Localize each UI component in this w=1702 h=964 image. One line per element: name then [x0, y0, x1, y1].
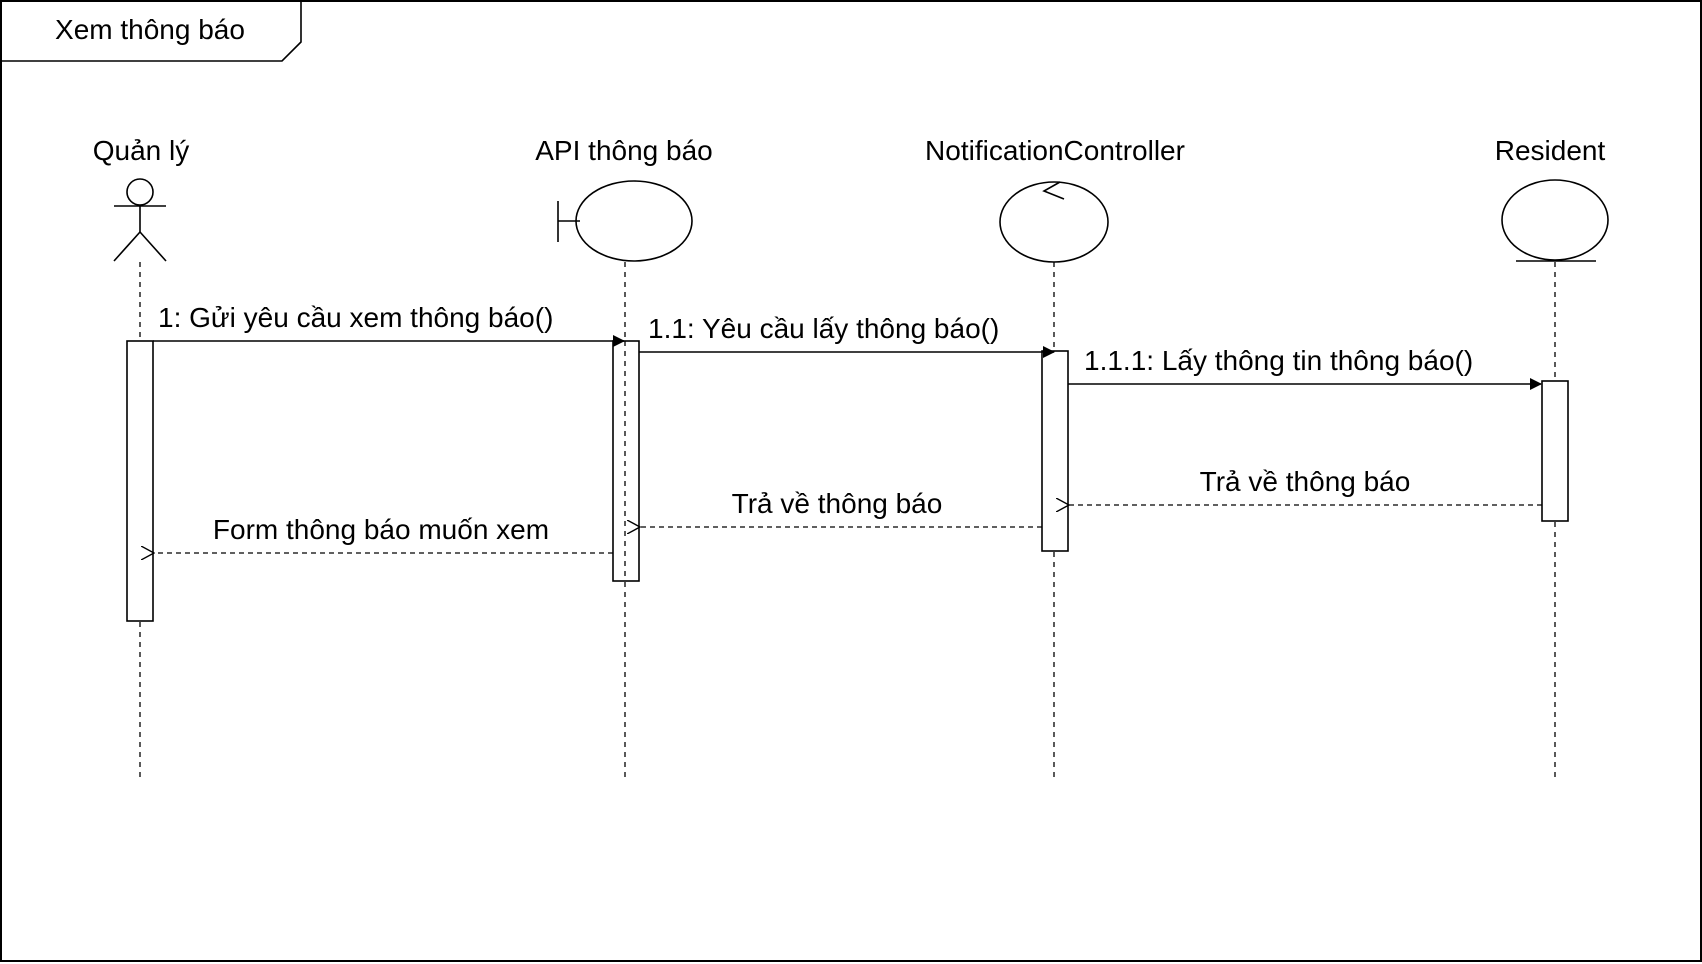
activation-bar-api-thong-bao: [612, 340, 640, 582]
message-label-1-1: 1.1: Yêu cầu lấy thông báo(): [648, 313, 999, 344]
frame-title-tab: [1, 1, 302, 62]
entity-icon: [1501, 179, 1609, 262]
activation-bar-notification-controller: [1041, 350, 1069, 552]
frame-title: Xem thông báo: [55, 14, 245, 45]
activation-bar-quan-ly: [126, 340, 154, 622]
activation-bar-resident: [1541, 380, 1569, 522]
boundary-icon: [557, 180, 693, 262]
actor-icon: [113, 178, 167, 262]
message-label-1: 1: Gửi yêu cầu xem thông báo(): [158, 302, 553, 333]
participant-label-quan-ly: Quản lý: [93, 135, 190, 166]
participant-label-notification-controller: NotificationController: [925, 135, 1185, 166]
message-label-1-1-1: 1.1.1: Lấy thông tin thông báo(): [1084, 345, 1473, 376]
return-label-resident: Trả về thông báo: [1200, 466, 1411, 497]
participant-label-api-thong-bao: API thông báo: [535, 135, 712, 166]
return-label-api: Form thông báo muốn xem: [213, 514, 549, 545]
return-label-controller: Trả về thông báo: [732, 488, 943, 519]
participant-label-resident: Resident: [1495, 135, 1606, 166]
